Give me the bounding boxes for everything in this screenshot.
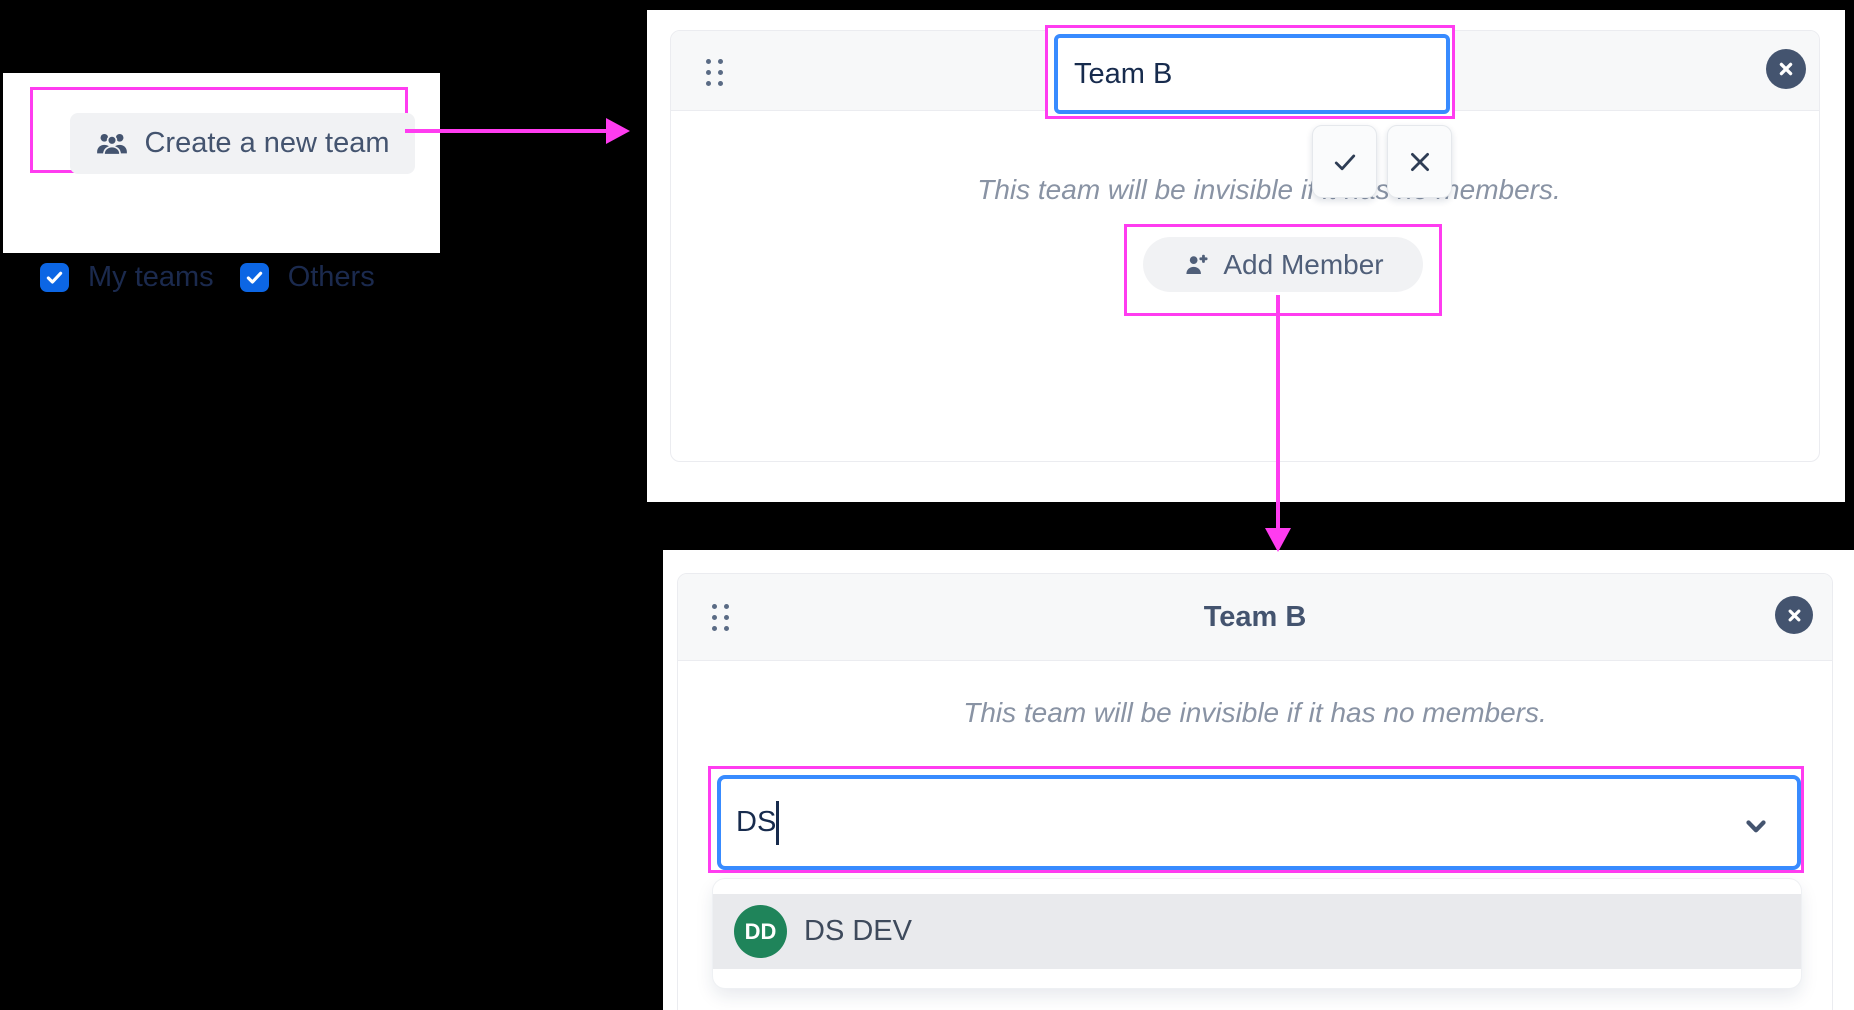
check-icon: [46, 271, 63, 284]
member-combobox: [717, 775, 1801, 870]
member-option[interactable]: DD DS DEV: [713, 894, 1801, 969]
create-team-highlight: Create a new team: [30, 87, 415, 174]
add-member-label: Add Member: [1223, 248, 1384, 280]
annotation-arrow-right-line: [405, 129, 607, 133]
x-icon: [1410, 152, 1429, 171]
team-edit-panel: This team will be invisible if it has no…: [647, 10, 1845, 502]
annotation-arrow-right-head: [606, 118, 630, 144]
text-caret: [776, 801, 779, 845]
add-member-button[interactable]: Add Member: [1143, 237, 1423, 292]
check-icon: [246, 271, 262, 284]
dropdown-toggle[interactable]: [1739, 809, 1773, 843]
member-dropdown: DD DS DEV: [713, 879, 1801, 988]
others-label: Others: [287, 261, 375, 293]
teams-sidebar-panel: Create a new team My teams Others: [3, 73, 440, 293]
annotation-arrow-down-line: [1276, 295, 1280, 529]
check-icon: [1334, 154, 1355, 170]
close-button[interactable]: [1766, 49, 1806, 89]
people-group-icon: [95, 127, 129, 161]
member-search-input[interactable]: [721, 779, 1797, 866]
team-title: Team B: [1203, 601, 1307, 633]
close-button[interactable]: [1775, 596, 1813, 634]
empty-team-hint: This team will be invisible if it has no…: [963, 697, 1547, 728]
create-team-button[interactable]: Create a new team: [70, 113, 415, 174]
member-option-label: DS DEV: [804, 915, 912, 947]
close-icon: [1779, 62, 1793, 76]
team-view-panel: Team B This team will be invisible if it…: [663, 550, 1854, 1010]
cancel-button[interactable]: [1387, 125, 1452, 198]
empty-team-hint: This team will be invisible if it has no…: [977, 174, 1561, 205]
team-filters: My teams Others: [40, 261, 375, 294]
chevron-down-icon: [1746, 820, 1766, 833]
my-teams-label: My teams: [88, 261, 214, 293]
drag-handle-icon[interactable]: [712, 604, 729, 631]
team-name-input[interactable]: [1054, 34, 1450, 114]
others-checkbox[interactable]: [239, 263, 269, 292]
drag-handle-icon[interactable]: [706, 59, 723, 86]
add-member-highlight: Add Member: [1124, 224, 1442, 316]
my-teams-checkbox[interactable]: [40, 263, 69, 292]
create-team-label: Create a new team: [144, 127, 390, 159]
person-add-icon: [1182, 251, 1210, 279]
close-icon: [1788, 609, 1800, 621]
team-card: Team B This team will be invisible if it…: [677, 573, 1833, 1010]
confirm-button[interactable]: [1312, 125, 1377, 198]
avatar: DD: [734, 905, 787, 958]
team-name-highlight: [1045, 25, 1455, 119]
member-search-highlight: [708, 766, 1804, 873]
annotation-arrow-down-head: [1265, 528, 1291, 552]
team-card-header: Team B: [678, 574, 1832, 661]
